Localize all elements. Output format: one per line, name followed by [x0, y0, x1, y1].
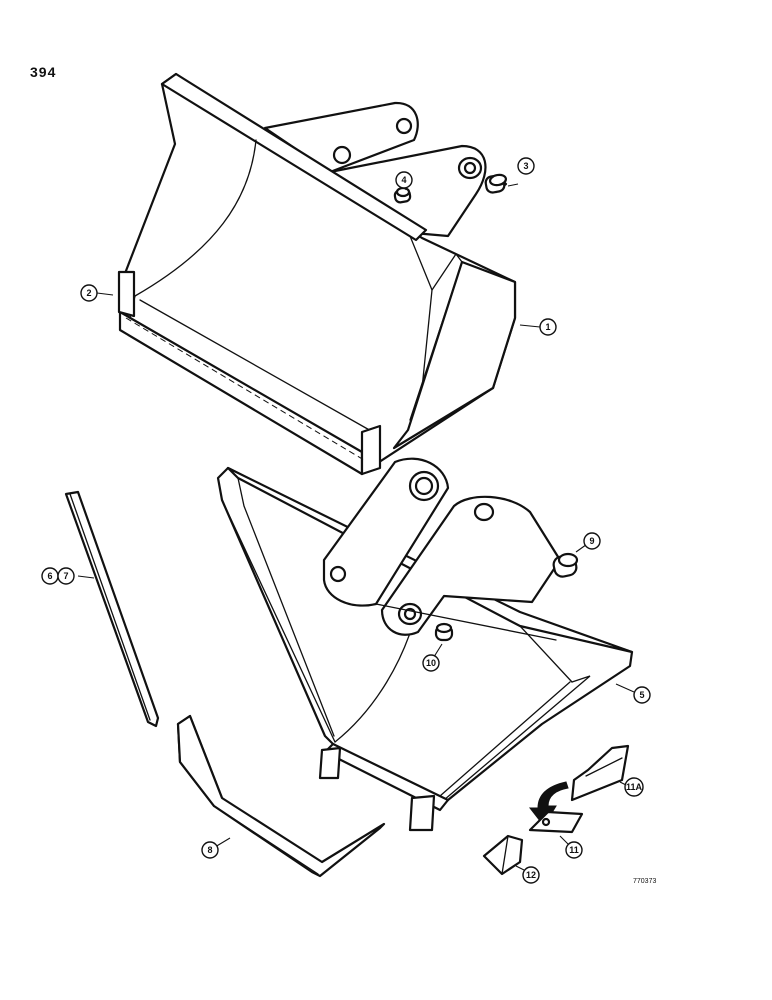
tooth-11	[528, 810, 584, 834]
callout-5: 5	[633, 686, 651, 704]
tooth-11a	[570, 744, 630, 802]
drawing-code: 770373	[633, 878, 656, 885]
bushing-9	[552, 552, 579, 578]
cutting-edge-plate	[176, 714, 386, 878]
callout-8-label: 8	[207, 845, 212, 855]
callout-12: 12	[522, 866, 540, 884]
callout-3-label: 3	[523, 161, 528, 171]
callout-1: 1	[539, 318, 557, 336]
callout-10: 10	[422, 654, 440, 672]
callout-9-label: 9	[589, 536, 594, 546]
callout-5-label: 5	[639, 690, 644, 700]
callout-11a: 11A	[624, 777, 644, 797]
callout-4: 4	[395, 171, 413, 189]
lower-bucket	[216, 457, 634, 832]
callout-11a-label: 11A	[626, 782, 643, 792]
callout-1-label: 1	[545, 322, 550, 332]
tooth-12	[482, 834, 524, 876]
page-number: 394	[30, 64, 57, 80]
callout-10-label: 10	[426, 658, 436, 668]
bushing-4	[393, 186, 412, 204]
tooth-adapter-right	[408, 794, 436, 832]
callout-8: 8	[201, 841, 219, 859]
callout-2-label: 2	[86, 288, 91, 298]
callout-12-label: 12	[526, 870, 536, 880]
upper-bucket-side-cutter-left	[117, 270, 136, 318]
upper-bucket-side-cutter-right	[360, 424, 382, 476]
bushing-3	[484, 173, 508, 194]
side-cutter-blade	[64, 490, 160, 728]
upper-bucket	[117, 72, 517, 476]
tooth-adapter-left	[318, 746, 342, 780]
callout-11-label: 11	[569, 845, 579, 855]
callout-6: 6	[41, 567, 59, 585]
upper-bucket-mounting-ear-rear	[263, 101, 419, 174]
callout-7: 7	[57, 567, 75, 585]
callout-9: 9	[583, 532, 601, 550]
bushing-10	[434, 622, 454, 642]
callout-11: 11	[565, 841, 583, 859]
lower-bucket-mounting-ear-front	[380, 495, 562, 636]
callout-6-label: 6	[47, 571, 52, 581]
callout-3: 3	[517, 157, 535, 175]
callout-2: 2	[80, 284, 98, 302]
callout-4-label: 4	[401, 175, 406, 185]
callout-7-label: 7	[63, 571, 68, 581]
